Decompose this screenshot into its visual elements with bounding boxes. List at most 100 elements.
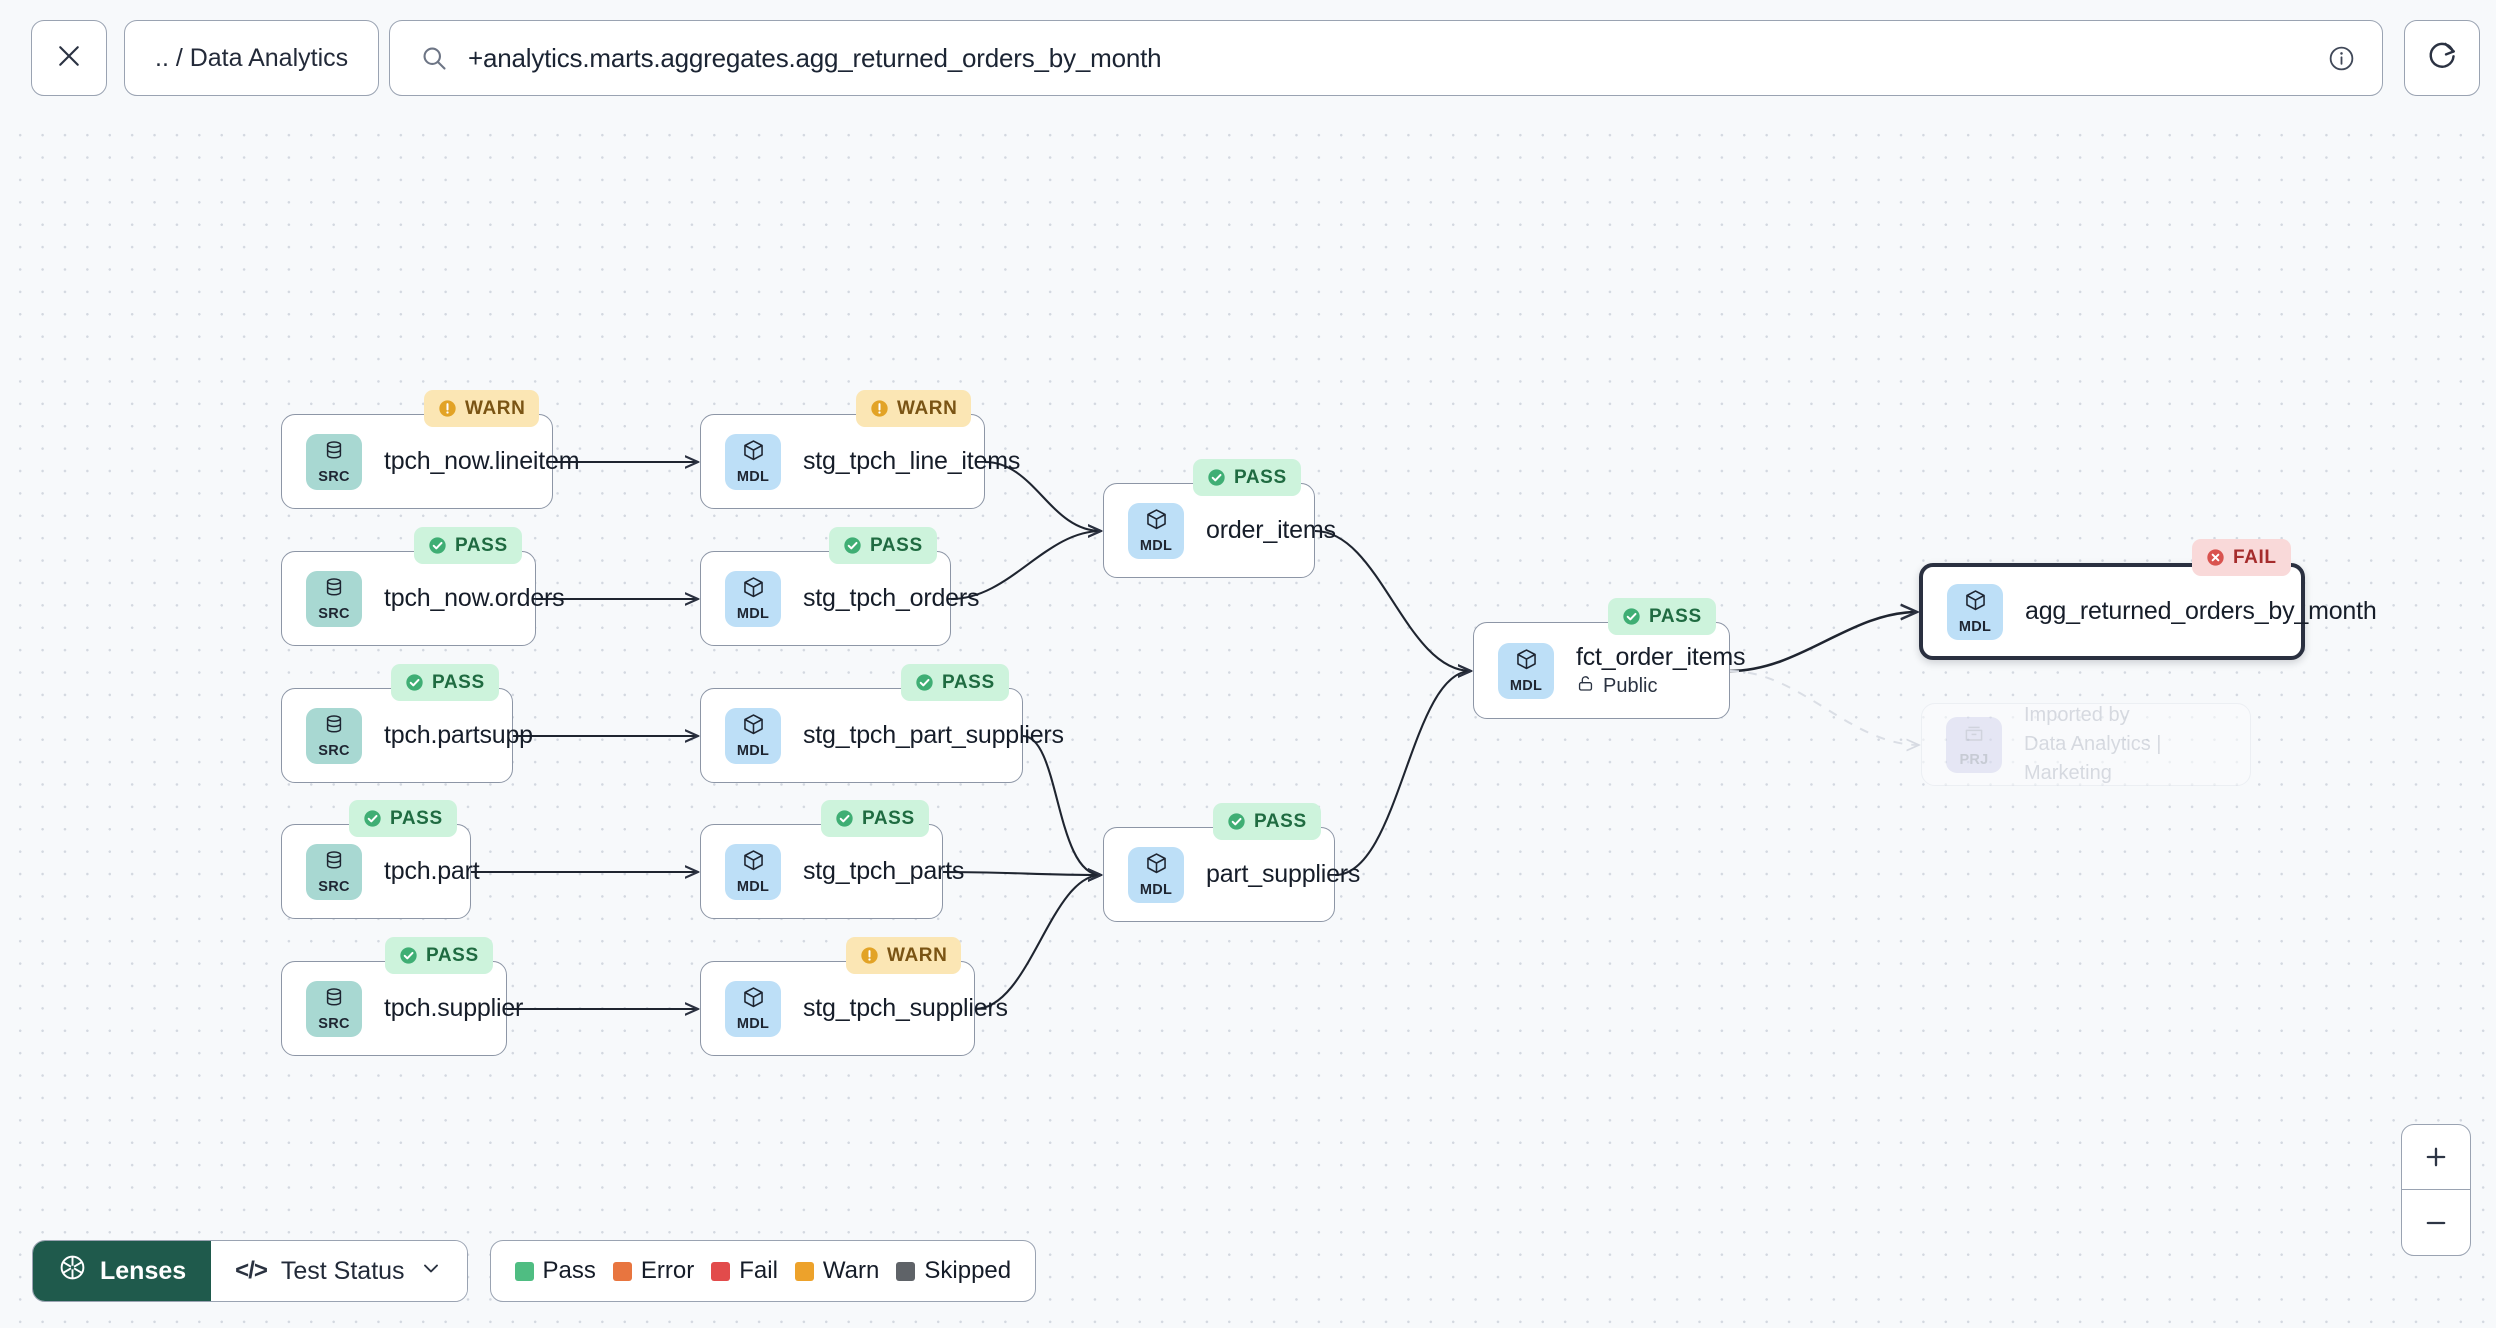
breadcrumb-label: .. / Data Analytics: [155, 43, 349, 72]
node-title: stg_tpch_line_items: [803, 447, 1021, 475]
zoom-out-button[interactable]: [2402, 1190, 2470, 1255]
node-kind-chip-mdl: MDL: [725, 707, 781, 764]
test-status-dropdown[interactable]: </> Test Status: [211, 1241, 467, 1301]
legend-swatch: [896, 1261, 916, 1281]
node-kind-label: MDL: [736, 879, 770, 896]
node-title: stg_tpch_parts: [803, 857, 965, 885]
search-icon: [420, 44, 448, 72]
status-badge-pass[interactable]: PASS: [821, 800, 929, 837]
node-kind-label: SRC: [318, 605, 350, 622]
legend-swatch: [794, 1261, 814, 1281]
status-warn-icon: [438, 399, 457, 418]
legend-item-pass[interactable]: Pass: [514, 1257, 596, 1285]
node-tpch_part[interactable]: SRC tpch.part: [281, 824, 480, 919]
cube-icon: [741, 575, 766, 605]
node-kind-label: SRC: [318, 468, 350, 485]
node-tpch_now_orders[interactable]: SRC tpch_now.orders: [281, 551, 565, 646]
node-stg_tpch_parts[interactable]: MDL stg_tpch_parts: [700, 824, 964, 919]
database-icon: [322, 439, 346, 468]
node-kind-chip-src: SRC: [306, 843, 362, 900]
status-badge-pass[interactable]: PASS: [901, 664, 1009, 701]
node-kind-label: MDL: [1139, 882, 1173, 899]
status-badge-label: PASS: [426, 944, 479, 966]
status-badge-label: PASS: [1234, 466, 1287, 488]
search-bar[interactable]: +analytics.marts.aggregates.agg_returned…: [389, 20, 2383, 96]
aperture-icon: [58, 1253, 87, 1289]
node-kind-chip-mdl: MDL: [725, 570, 781, 627]
code-icon: </>: [235, 1257, 268, 1284]
legend-label: Fail: [739, 1257, 778, 1284]
lens-control-group: Lenses </> Test Status: [32, 1240, 468, 1302]
node-kind-label: SRC: [318, 742, 350, 759]
status-badge-pass[interactable]: PASS: [1608, 598, 1716, 635]
node-kind-label: MDL: [736, 743, 770, 760]
node-title: tpch.part: [384, 857, 480, 885]
node-kind-chip-mdl: MDL: [725, 980, 781, 1037]
cube-icon: [741, 712, 766, 742]
node-kind-chip-src: SRC: [306, 707, 362, 764]
cube-icon: [1144, 851, 1169, 881]
breadcrumb[interactable]: .. / Data Analytics: [124, 20, 380, 96]
node-title: part_suppliers: [1206, 860, 1361, 888]
status-badge-pass[interactable]: PASS: [829, 527, 937, 564]
legend-item-fail[interactable]: Fail: [711, 1257, 778, 1285]
status-badge-pass[interactable]: PASS: [1213, 803, 1321, 840]
node-kind-label: SRC: [318, 1015, 350, 1032]
status-badge-warn[interactable]: WARN: [424, 390, 540, 427]
status-badge-pass[interactable]: PASS: [385, 937, 493, 974]
status-badge-fail[interactable]: FAIL: [2192, 539, 2291, 576]
legend-item-error[interactable]: Error: [612, 1257, 694, 1285]
status-badge-pass[interactable]: PASS: [391, 664, 499, 701]
imported-by-project: Data Analytics | Marketing: [2024, 733, 2162, 784]
legend-label: Skipped: [924, 1257, 1012, 1284]
status-pass-icon: [399, 946, 418, 965]
chevron-down-icon: [419, 1256, 443, 1287]
status-badge-pass[interactable]: PASS: [1193, 459, 1301, 496]
zoom-in-button[interactable]: [2402, 1125, 2470, 1190]
status-badge-label: PASS: [455, 534, 508, 556]
node-title: fct_order_items: [1576, 642, 1746, 671]
legend-item-skipped[interactable]: Skipped: [896, 1257, 1011, 1285]
database-icon: [322, 986, 346, 1015]
status-badge-pass[interactable]: PASS: [349, 800, 457, 837]
node-part_suppliers[interactable]: MDL part_suppliers: [1103, 827, 1360, 922]
bottom-toolbar: Lenses </> Test Status Pass Error Fail Warn…: [32, 1240, 1037, 1302]
imported-by-label: Imported by: [2024, 704, 2130, 726]
cube-icon: [741, 438, 766, 468]
zoom-controls: [2401, 1124, 2471, 1256]
node-kind-label: MDL: [1139, 538, 1173, 555]
unlock-icon: [1576, 674, 1595, 699]
status-badge-warn[interactable]: WARN: [856, 390, 972, 427]
legend-swatch: [612, 1261, 632, 1281]
lenses-label: Lenses: [100, 1256, 187, 1285]
cube-icon: [741, 985, 766, 1015]
refresh-button[interactable]: [2404, 20, 2480, 96]
status-badge-label: FAIL: [2233, 546, 2277, 568]
status-badge-pass[interactable]: PASS: [414, 527, 522, 564]
cube-icon: [741, 848, 766, 878]
info-icon[interactable]: [2327, 44, 2356, 73]
lenses-button[interactable]: Lenses: [33, 1241, 212, 1301]
node-title: tpch_now.lineitem: [384, 447, 580, 475]
node-visibility-label: Public: [1603, 674, 1658, 697]
status-badge-label: PASS: [390, 807, 443, 829]
cube-icon: [1514, 647, 1539, 677]
node-stg_tpch_line_items[interactable]: MDL stg_tpch_line_items: [700, 414, 1020, 509]
legend-item-warn[interactable]: Warn: [794, 1257, 879, 1285]
search-input[interactable]: +analytics.marts.aggregates.agg_returned…: [468, 42, 1162, 73]
status-badge-warn[interactable]: WARN: [846, 937, 962, 974]
node-tpch_now_lineitem[interactable]: SRC tpch_now.lineitem: [281, 414, 580, 509]
close-button[interactable]: [31, 20, 107, 96]
node-title: tpch_now.orders: [384, 584, 565, 612]
node-kind-label: MDL: [736, 469, 770, 486]
